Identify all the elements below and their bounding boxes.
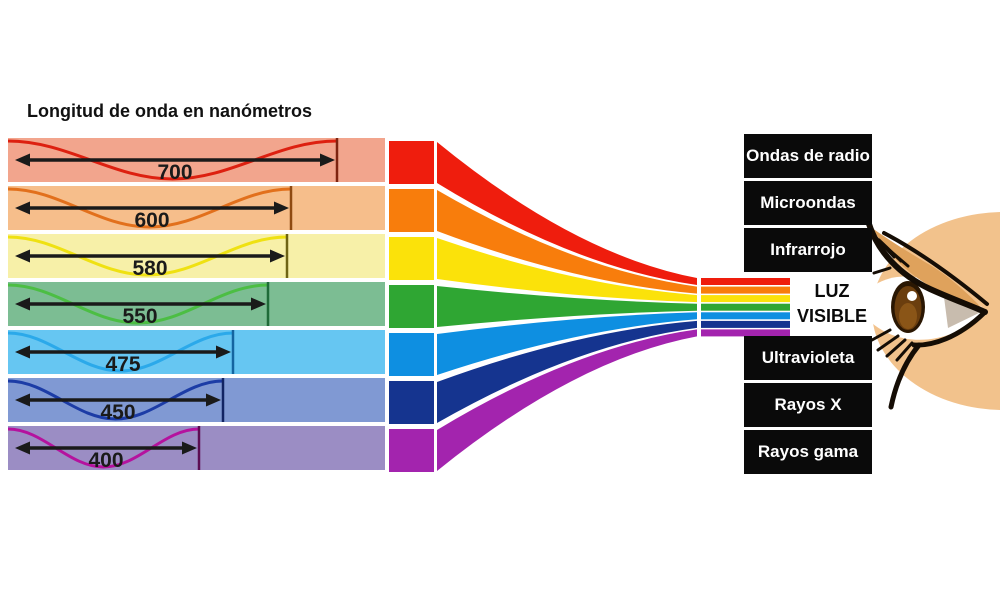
label-rayos-gama: Rayos gama <box>744 430 872 474</box>
color-block-blue <box>389 333 434 376</box>
beam-orange <box>437 190 697 294</box>
label-infrarrojo: Infrarrojo <box>744 228 872 272</box>
pupil-lower <box>899 303 917 329</box>
wavelength-band-550: 550 <box>7 282 385 328</box>
eye-inner-corner <box>944 297 983 328</box>
spectrum-color-blocks <box>389 141 434 472</box>
beam-yellow <box>437 238 697 303</box>
color-block-green <box>389 285 434 328</box>
lower-eyelashes <box>870 328 914 362</box>
arrow-head-right <box>251 297 266 311</box>
beam-blue <box>437 312 697 375</box>
strip-violet <box>701 329 790 337</box>
color-block-darkblue <box>389 381 434 424</box>
color-block-yellow <box>389 237 434 280</box>
beam-darkblue <box>437 320 697 423</box>
visible-light-line2: VISIBLE <box>796 306 867 326</box>
upper-eyelashes <box>868 229 910 275</box>
human-eye-illustration <box>862 212 1000 410</box>
strip-orange <box>701 286 790 294</box>
wavelength-label: 450 <box>100 401 135 424</box>
strip-darkblue <box>701 320 790 328</box>
wavelength-band-580: 580 <box>7 234 385 280</box>
wavelength-label: 550 <box>122 305 157 328</box>
eyelid-shadow <box>872 228 985 311</box>
visible-light-strips <box>701 278 790 337</box>
strip-red <box>701 278 790 285</box>
arrow-head-left <box>15 345 30 359</box>
wavelength-label: 600 <box>134 209 169 232</box>
label-ondas-de-radio: Ondas de radio <box>744 134 872 178</box>
strip-yellow <box>701 295 790 303</box>
wavelength-band-600: 600 <box>7 186 385 232</box>
arrow-head-left <box>15 153 30 167</box>
diagram-title: Longitud de onda en nanómetros <box>27 101 312 121</box>
color-block-orange <box>389 189 434 232</box>
label-rayos-x: Rayos X <box>744 383 872 427</box>
strip-blue <box>701 312 790 320</box>
arrow-head-right <box>216 345 231 359</box>
arrow-head-left <box>15 441 30 455</box>
wave-curve <box>7 379 224 421</box>
cheek-contour-line <box>888 342 922 410</box>
arrow-head-right <box>182 441 197 455</box>
color-block-red <box>389 141 434 184</box>
arrow-head-right <box>320 153 335 167</box>
visible-light-label: LUZ VISIBLE <box>788 279 876 329</box>
eyelid-crease-line <box>882 231 989 306</box>
upper-eyelid-line <box>866 221 988 315</box>
label-ultravioleta: Ultravioleta <box>744 336 872 380</box>
wavelength-label: 700 <box>157 161 192 184</box>
wavelength-band-700: 700 <box>7 138 385 184</box>
arrow-head-right <box>270 249 285 263</box>
wave-curve <box>7 139 338 181</box>
visible-light-line1: LUZ <box>814 281 850 301</box>
wave-curve <box>7 331 234 373</box>
wave-curve <box>7 187 292 229</box>
color-block-violet <box>389 429 434 472</box>
wavelength-band-400: 400 <box>7 426 385 472</box>
arrow-head-left <box>15 249 30 263</box>
wavelength-band-475: 475 <box>7 330 385 376</box>
arrow-head-left <box>15 393 30 407</box>
wave-curve <box>7 235 288 277</box>
eye-highlight <box>907 291 917 301</box>
beam-green <box>437 286 697 327</box>
arrow-head-right <box>206 393 221 407</box>
arrow-head-left <box>15 201 30 215</box>
converging-light-beams <box>437 142 697 471</box>
wavelength-label: 400 <box>88 449 123 472</box>
wave-curve <box>7 427 200 469</box>
arrow-head-right <box>274 201 289 215</box>
wavelength-band-450: 450 <box>7 378 385 424</box>
strip-green <box>701 303 790 311</box>
wavelength-label: 475 <box>105 353 140 376</box>
arrow-head-left <box>15 297 30 311</box>
wave-curve <box>7 283 269 325</box>
wavelength-label: 580 <box>132 257 167 280</box>
label-microondas: Microondas <box>744 181 872 225</box>
